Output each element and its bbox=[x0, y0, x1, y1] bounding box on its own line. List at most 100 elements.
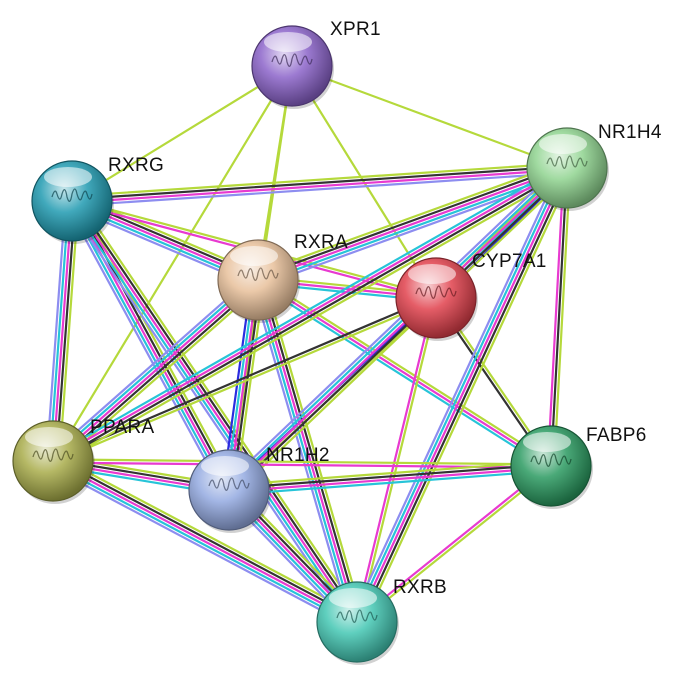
edge-cyp7a1-ppara[interactable] bbox=[51, 295, 438, 464]
edge-line-coexpression bbox=[55, 200, 77, 463]
edge-line-databases bbox=[68, 201, 228, 493]
edge-line-databases bbox=[228, 469, 553, 496]
edge-line-homology bbox=[65, 203, 353, 627]
edge-line-textmining bbox=[232, 171, 573, 496]
edge-line-coexpression bbox=[255, 163, 568, 279]
node-cyp7a1[interactable] bbox=[395, 257, 478, 341]
edge-nr1h4-nr1h2[interactable] bbox=[223, 162, 573, 496]
protein-structure-icon bbox=[237, 267, 279, 281]
node-highlight bbox=[264, 32, 312, 52]
edge-line-experiments bbox=[256, 166, 569, 282]
edge-line-coexpression bbox=[53, 457, 360, 621]
edge-line-homology bbox=[47, 274, 255, 458]
protein-structure-icon bbox=[530, 453, 572, 467]
edge-fabp6-rxrb[interactable] bbox=[354, 463, 554, 625]
edge-rxrg-ppara[interactable] bbox=[45, 199, 80, 463]
edge-line-textmining bbox=[56, 283, 264, 467]
edge-line-homology bbox=[65, 202, 225, 495]
edge-line-coexpression bbox=[227, 463, 552, 490]
node-nr1h2[interactable] bbox=[188, 449, 271, 533]
edge-line-coexpression bbox=[358, 168, 572, 625]
node-nr1h4[interactable] bbox=[526, 127, 609, 211]
edge-line-textmining bbox=[227, 460, 552, 487]
edge-line-homology bbox=[350, 164, 563, 621]
node-highlight bbox=[523, 432, 571, 452]
edge-line-textmining bbox=[58, 200, 80, 463]
edge-line-textmining bbox=[70, 64, 294, 203]
edge-rxra-nr1h4[interactable] bbox=[254, 160, 571, 288]
edge-line-textmining bbox=[54, 171, 571, 467]
node-xpr1[interactable] bbox=[251, 25, 334, 109]
node-label-rxrg: RXRG bbox=[108, 155, 164, 176]
node-fabp6[interactable] bbox=[510, 425, 593, 509]
labels-layer: XPR1RXRGNR1H4RXRACYP7A1PPARANR1H2FABP6RX… bbox=[90, 19, 662, 598]
edge-xpr1-nr1h4[interactable] bbox=[290, 64, 569, 170]
node-highlight bbox=[329, 588, 377, 608]
protein-structure-icon bbox=[546, 155, 588, 169]
edge-line-experiments bbox=[51, 278, 260, 463]
edges-layer bbox=[45, 64, 574, 629]
node-highlight bbox=[408, 264, 456, 284]
edge-line-textmining bbox=[70, 162, 568, 198]
edge-line-textmining bbox=[290, 64, 569, 170]
edge-line-experiments bbox=[354, 296, 436, 623]
edge-line-databases bbox=[257, 169, 570, 285]
edge-line-homology bbox=[71, 171, 569, 207]
edge-line-experiments bbox=[71, 168, 569, 204]
protein-structure-icon bbox=[415, 285, 457, 299]
node-ppara[interactable] bbox=[12, 420, 95, 504]
edge-ppara-rxrb[interactable] bbox=[48, 454, 362, 629]
protein-structure-icon bbox=[51, 188, 93, 202]
edge-nr1h4-rxrb[interactable] bbox=[350, 164, 574, 626]
protein-structure-icon bbox=[336, 609, 378, 623]
edge-xpr1-rxrg[interactable] bbox=[70, 64, 294, 203]
node-label-rxrb: RXRB bbox=[393, 577, 447, 598]
edge-line-databases bbox=[48, 199, 70, 462]
edge-line-databases bbox=[49, 276, 257, 460]
edge-line-experiments bbox=[51, 165, 568, 461]
edge-line-databases bbox=[50, 462, 357, 626]
edge-line-homology bbox=[259, 172, 571, 288]
node-rxrb[interactable] bbox=[316, 581, 399, 665]
node-highlight bbox=[201, 456, 249, 476]
node-rxrg[interactable] bbox=[31, 160, 114, 244]
edge-line-coexpression bbox=[51, 295, 437, 461]
protein-structure-icon bbox=[32, 448, 74, 462]
node-label-fabp6: FABP6 bbox=[586, 425, 647, 446]
edge-nr1h4-ppara[interactable] bbox=[49, 162, 571, 467]
node-label-ppara: PPARA bbox=[90, 417, 155, 438]
edge-line-databases bbox=[68, 201, 356, 625]
edge-xpr1-ppara[interactable] bbox=[51, 64, 294, 463]
edge-line-coexpression bbox=[54, 281, 262, 465]
edge-nr1h2-fabp6[interactable] bbox=[227, 460, 553, 496]
edge-line-textmining bbox=[553, 167, 572, 468]
node-highlight bbox=[539, 134, 587, 154]
edge-rxrg-rxrb[interactable] bbox=[65, 196, 364, 627]
edge-nr1h4-fabp6[interactable] bbox=[546, 166, 572, 468]
edge-line-textmining bbox=[54, 454, 362, 618]
edge-line-homology bbox=[250, 280, 352, 625]
edge-line-databases bbox=[225, 164, 566, 489]
edge-line-textmining bbox=[52, 298, 438, 464]
edge-line-coexpression bbox=[52, 168, 569, 464]
node-rxra[interactable] bbox=[217, 239, 300, 323]
edge-line-coexpression bbox=[73, 198, 361, 622]
edge-line-textmining bbox=[357, 297, 439, 624]
node-label-xpr1: XPR1 bbox=[330, 19, 381, 40]
edge-line-textmining bbox=[254, 160, 566, 276]
edge-line-textmining bbox=[258, 276, 554, 465]
edge-line-experiments bbox=[70, 199, 231, 492]
edge-line-databases bbox=[352, 165, 566, 622]
protein-structure-icon bbox=[208, 477, 250, 491]
node-label-nr1h4: NR1H4 bbox=[598, 122, 662, 143]
edge-line-homology bbox=[45, 199, 67, 462]
edge-line-textmining bbox=[361, 169, 574, 626]
edge-line-databases bbox=[49, 162, 566, 458]
protein-structure-icon bbox=[271, 53, 313, 67]
edge-line-coexpression bbox=[230, 169, 571, 494]
edge-rxra-ppara[interactable] bbox=[47, 274, 264, 467]
edge-line-experiments bbox=[51, 459, 359, 624]
edge-rxrg-nr1h4[interactable] bbox=[70, 162, 569, 207]
edge-cyp7a1-rxrb[interactable] bbox=[354, 296, 439, 624]
